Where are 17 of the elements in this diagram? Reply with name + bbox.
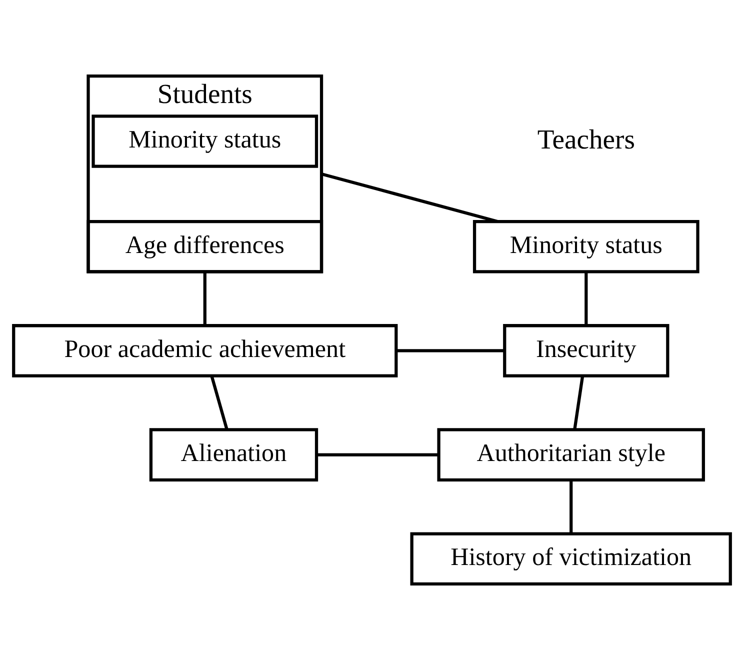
node-box: Minority status	[472, 220, 700, 274]
label: Teachers	[537, 123, 635, 154]
connector	[321, 172, 498, 223]
node-box: Age differences	[86, 220, 324, 274]
connector	[210, 376, 228, 430]
node-box: Alienation	[149, 428, 318, 482]
node-box: History of victimization	[410, 532, 732, 586]
connector	[316, 453, 438, 456]
connector	[570, 480, 573, 534]
connector	[573, 376, 584, 430]
node-box: Poor academic achievement	[12, 324, 398, 378]
connector	[396, 349, 505, 352]
connector	[584, 272, 588, 326]
node-box: Minority status	[92, 114, 318, 168]
node-box: Authoritarian style	[437, 428, 705, 482]
node-box: Insecurity	[503, 324, 670, 378]
connector	[203, 272, 206, 326]
